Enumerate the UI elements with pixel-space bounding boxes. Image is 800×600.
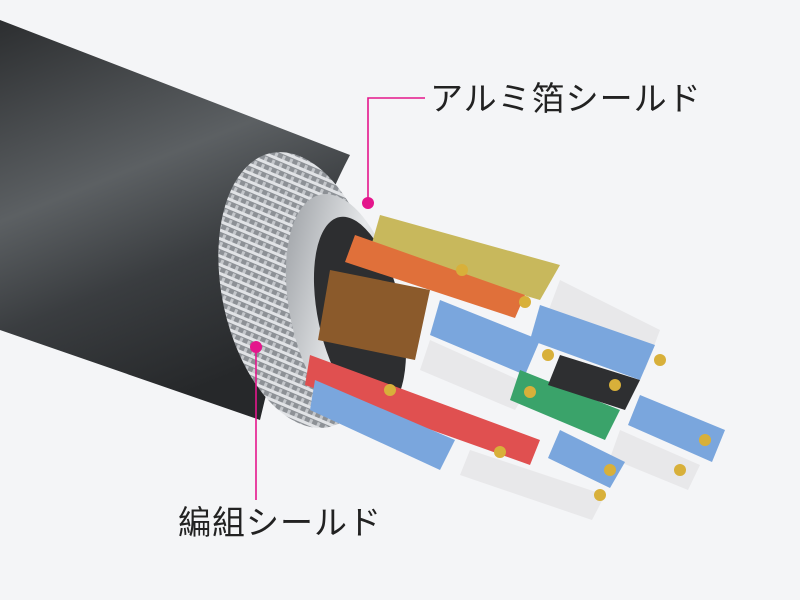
callout-braid [250,341,262,500]
label-braided-shield: 編組シールド [178,503,382,542]
callout-foil [362,97,425,209]
label-aluminum-foil-shield: アルミ箔シールド [430,79,702,118]
inner-wires [305,215,725,520]
callout-dot-icon [362,197,374,209]
callout-dot-icon [250,341,262,353]
